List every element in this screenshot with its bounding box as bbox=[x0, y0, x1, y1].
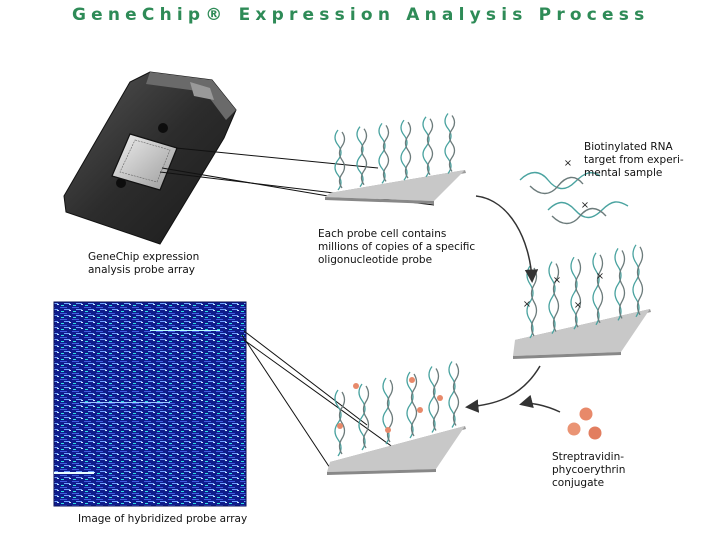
label-rna-target: Biotinylated RNA target from experi- men… bbox=[584, 141, 684, 180]
diagram-title: GeneChip® Expression Analysis Process bbox=[72, 5, 650, 25]
probe-strand bbox=[632, 244, 640, 318]
streptavidin-dots bbox=[567, 407, 602, 440]
label-probe-cell-line-1: Each probe cell contains bbox=[318, 228, 447, 240]
marker-2: × bbox=[581, 200, 589, 211]
marker-3: × bbox=[553, 275, 561, 286]
probe-strands-1 bbox=[334, 113, 456, 191]
label-streptavidin-line-3: conjugate bbox=[552, 477, 605, 489]
probe-strand bbox=[570, 256, 578, 330]
probe-strand bbox=[452, 363, 460, 426]
probe-slide-3 bbox=[327, 426, 466, 475]
label-probe-array-line-1: GeneChip expression bbox=[88, 251, 200, 263]
process-arrows bbox=[465, 195, 561, 413]
label-probe-cell: Each probe cell contains millions of cop… bbox=[318, 228, 475, 267]
probe-strands-2 bbox=[526, 244, 644, 339]
probe-strand bbox=[618, 250, 626, 319]
probe-strand bbox=[406, 371, 414, 439]
rna-target-strands bbox=[519, 171, 629, 225]
probe-strand bbox=[338, 131, 346, 189]
probe-strand bbox=[426, 118, 434, 176]
label-streptavidin-line-1: Streptravidin- bbox=[552, 451, 625, 463]
label-probe-array-line-2: analysis probe array bbox=[88, 264, 196, 276]
probe-strand bbox=[592, 252, 600, 326]
hybridized-array-image bbox=[53, 301, 247, 507]
probe-strand bbox=[410, 373, 418, 437]
probe-strand bbox=[548, 261, 556, 334]
probe-strand bbox=[448, 115, 456, 172]
probe-slide-1 bbox=[325, 170, 466, 204]
probe-strand bbox=[448, 361, 456, 428]
label-probe-cell-line-2: millions of copies of a specific bbox=[318, 241, 476, 253]
probe-strand bbox=[596, 254, 604, 324]
probe-strand bbox=[334, 129, 342, 191]
label-streptavidin-line-2: phycoerythrin bbox=[552, 464, 626, 476]
probe-strand bbox=[378, 122, 386, 184]
label-probe-array: GeneChip expression analysis probe array bbox=[88, 251, 199, 277]
probe-strand bbox=[574, 258, 582, 328]
bound-dye-dots bbox=[337, 377, 443, 433]
probe-strand bbox=[422, 116, 430, 178]
probe-strand bbox=[432, 368, 440, 431]
label-probe-cell-line-3: oligonucleotide probe bbox=[318, 254, 433, 266]
marker-1: × bbox=[564, 158, 572, 169]
probe-slide-2 bbox=[513, 309, 651, 359]
probe-strand bbox=[338, 391, 346, 455]
genechip-cartridge bbox=[63, 71, 237, 245]
zoom-lines-bottom bbox=[241, 330, 409, 469]
probe-strand bbox=[400, 119, 408, 181]
probe-strand bbox=[614, 248, 622, 321]
probe-strand bbox=[404, 121, 412, 179]
probe-strand bbox=[444, 113, 452, 174]
marker-6: × bbox=[574, 300, 582, 311]
label-streptavidin: Streptravidin- phycoerythrin conjugate bbox=[552, 451, 625, 490]
probe-strand bbox=[362, 385, 370, 449]
label-rna-target-line-2: target from experi- bbox=[584, 154, 684, 166]
probe-strand bbox=[334, 389, 342, 457]
probe-strand bbox=[356, 126, 364, 188]
probe-strand bbox=[360, 128, 368, 186]
probe-strand bbox=[358, 383, 366, 451]
probe-strand bbox=[428, 366, 436, 433]
probe-strand bbox=[382, 125, 390, 182]
marker-4: × bbox=[596, 271, 604, 282]
label-rna-target-line-3: mental sample bbox=[584, 167, 663, 179]
marker-5: × bbox=[523, 299, 531, 310]
probe-strand bbox=[552, 263, 560, 332]
label-hybridized-image: Image of hybridized probe array bbox=[78, 513, 248, 525]
probe-strand bbox=[636, 246, 644, 316]
target-markers: × × × × × × bbox=[523, 158, 604, 311]
label-rna-target-line-1: Biotinylated RNA bbox=[584, 141, 673, 153]
